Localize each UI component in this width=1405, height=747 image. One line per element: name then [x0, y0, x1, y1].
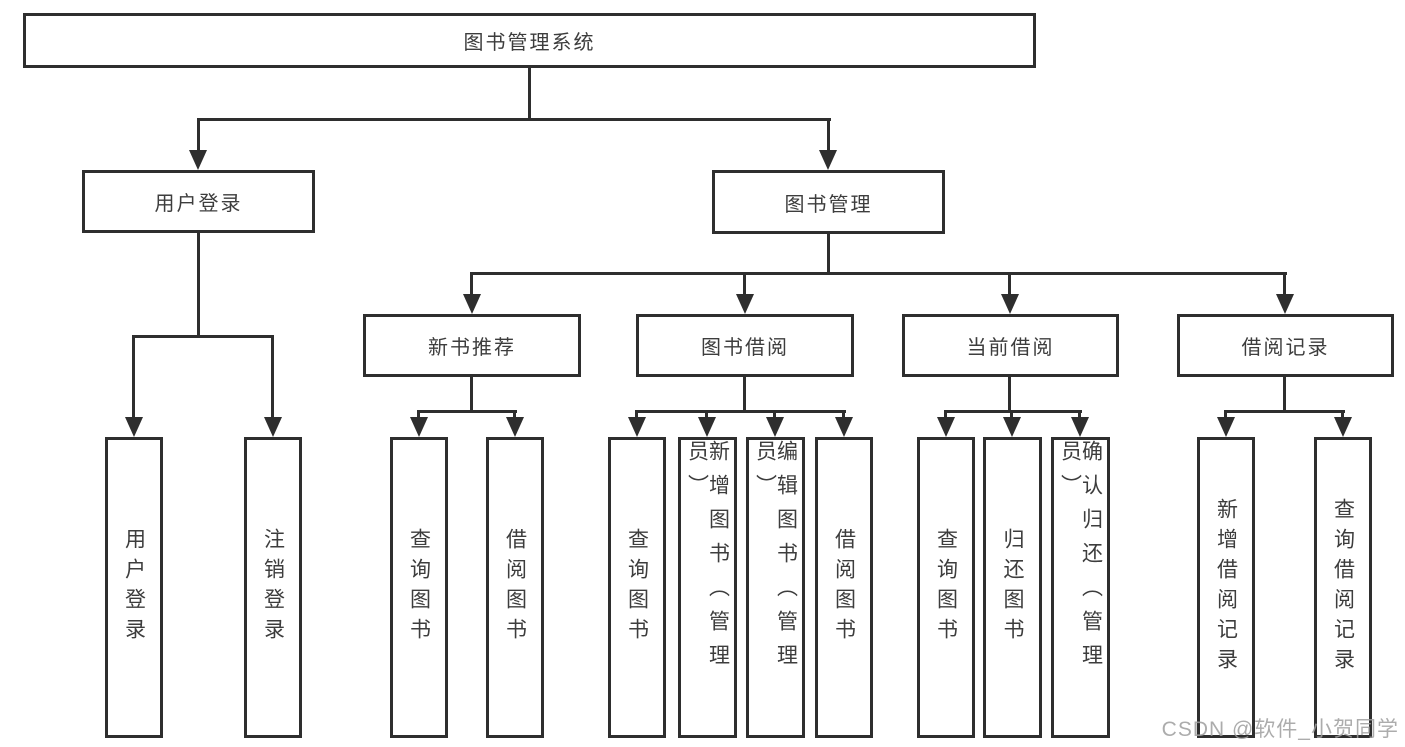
- leaf-return-book-label: 归还图书: [1001, 527, 1024, 648]
- connector-line: [944, 410, 947, 420]
- arrowhead-down-icon: [1003, 417, 1021, 437]
- arrowhead-down-icon: [410, 417, 428, 437]
- arrowhead-down-icon: [1071, 417, 1089, 437]
- connector-line: [743, 377, 746, 412]
- node-book-borrow-label: 图书借阅: [701, 337, 789, 359]
- connector-line: [944, 410, 1082, 413]
- node-user-login-label: 用户登录: [154, 193, 243, 215]
- arrowhead-down-icon: [819, 150, 837, 170]
- connector-line: [1224, 410, 1345, 413]
- leaf-query-books-1-label: 查询图书: [407, 527, 431, 648]
- node-new-book-recommend-label: 新书推荐: [428, 337, 516, 359]
- node-current-borrow: 当前借阅: [902, 314, 1119, 377]
- leaf-add-book-admin: 新增图书（管理员）: [678, 437, 737, 738]
- node-borrow-records: 借阅记录: [1177, 314, 1394, 377]
- connector-line: [1008, 377, 1011, 412]
- arrowhead-down-icon: [736, 294, 754, 314]
- leaf-query-books-2-label: 查询图书: [625, 527, 649, 648]
- connector-line: [827, 118, 830, 152]
- arrowhead-down-icon: [766, 417, 784, 437]
- connector-line: [1283, 377, 1286, 412]
- leaf-user-login: 用户登录: [105, 437, 163, 738]
- connector-line: [827, 234, 830, 274]
- connector-line: [417, 410, 420, 420]
- connector-line: [470, 272, 1287, 275]
- node-new-book-recommend: 新书推荐: [363, 314, 581, 377]
- node-book-management: 图书管理: [712, 170, 945, 234]
- leaf-edit-book-admin-label: 编辑图书（管理员）: [753, 440, 798, 678]
- leaf-borrow-books-2-label: 借阅图书: [832, 527, 856, 648]
- connector-line: [197, 233, 200, 337]
- node-root: 图书管理系统: [23, 13, 1036, 68]
- connector-line: [132, 335, 135, 420]
- leaf-add-borrow-record: 新增借阅记录: [1197, 437, 1255, 738]
- leaf-return-book: 归还图书: [983, 437, 1042, 738]
- node-book-management-label: 图书管理: [784, 193, 873, 216]
- connector-line: [743, 272, 746, 296]
- leaf-query-books-1: 查询图书: [390, 437, 448, 738]
- connector-line: [132, 335, 274, 338]
- arrowhead-down-icon: [1217, 417, 1235, 437]
- node-root-label: 图书管理系统: [463, 32, 596, 54]
- leaf-logout-label: 注销登录: [261, 527, 285, 648]
- connector-line: [197, 118, 831, 121]
- leaf-borrow-books-1: 借阅图书: [486, 437, 544, 738]
- leaf-confirm-return-admin-label: 确认归还（管理员）: [1058, 440, 1103, 678]
- leaf-logout: 注销登录: [244, 437, 302, 738]
- leaf-query-borrow-record: 查询借阅记录: [1314, 437, 1372, 738]
- connector-line: [197, 118, 200, 152]
- connector-line: [1008, 272, 1011, 296]
- arrowhead-down-icon: [698, 417, 716, 437]
- node-borrow-records-label: 借阅记录: [1241, 337, 1330, 359]
- watermark: CSDN @软件_小贺同学: [1161, 718, 1399, 741]
- arrowhead-down-icon: [835, 417, 853, 437]
- arrowhead-down-icon: [1276, 294, 1294, 314]
- leaf-query-borrow-record-label: 查询借阅记录: [1331, 497, 1355, 678]
- connector-line: [773, 410, 776, 420]
- arrowhead-down-icon: [1001, 294, 1019, 314]
- arrowhead-down-icon: [628, 417, 646, 437]
- connector-line: [271, 335, 274, 420]
- arrowhead-down-icon: [125, 417, 143, 437]
- connector-line: [1283, 272, 1286, 296]
- connector-line: [513, 410, 516, 420]
- leaf-user-login-label: 用户登录: [122, 527, 146, 648]
- connector-line: [417, 410, 517, 413]
- node-user-login: 用户登录: [82, 170, 315, 233]
- node-book-borrow: 图书借阅: [636, 314, 854, 377]
- arrowhead-down-icon: [189, 150, 207, 170]
- connector-line: [1078, 410, 1081, 420]
- leaf-add-book-admin-label: 新增图书（管理员）: [685, 440, 730, 678]
- leaf-confirm-return-admin: 确认归还（管理员）: [1051, 437, 1110, 738]
- arrowhead-down-icon: [463, 294, 481, 314]
- arrowhead-down-icon: [937, 417, 955, 437]
- connector-line: [1341, 410, 1344, 420]
- leaf-query-books-2: 查询图书: [608, 437, 666, 738]
- connector-line: [528, 68, 531, 120]
- connector-line: [1010, 410, 1013, 420]
- leaf-borrow-books-1-label: 借阅图书: [503, 527, 527, 648]
- connector-line: [470, 272, 473, 296]
- leaf-borrow-books-2: 借阅图书: [815, 437, 873, 738]
- arrowhead-down-icon: [1334, 417, 1352, 437]
- arrowhead-down-icon: [264, 417, 282, 437]
- node-current-borrow-label: 当前借阅: [966, 337, 1055, 359]
- connector-line: [842, 410, 845, 420]
- connector-line: [705, 410, 708, 420]
- leaf-add-borrow-record-label: 新增借阅记录: [1214, 497, 1238, 678]
- leaf-query-books-3-label: 查询图书: [934, 527, 958, 648]
- leaf-edit-book-admin: 编辑图书（管理员）: [746, 437, 805, 738]
- leaf-query-books-3: 查询图书: [917, 437, 975, 738]
- connector-line: [1224, 410, 1227, 420]
- connector-line: [635, 410, 846, 413]
- arrowhead-down-icon: [506, 417, 524, 437]
- connector-line: [635, 410, 638, 420]
- connector-line: [470, 377, 473, 412]
